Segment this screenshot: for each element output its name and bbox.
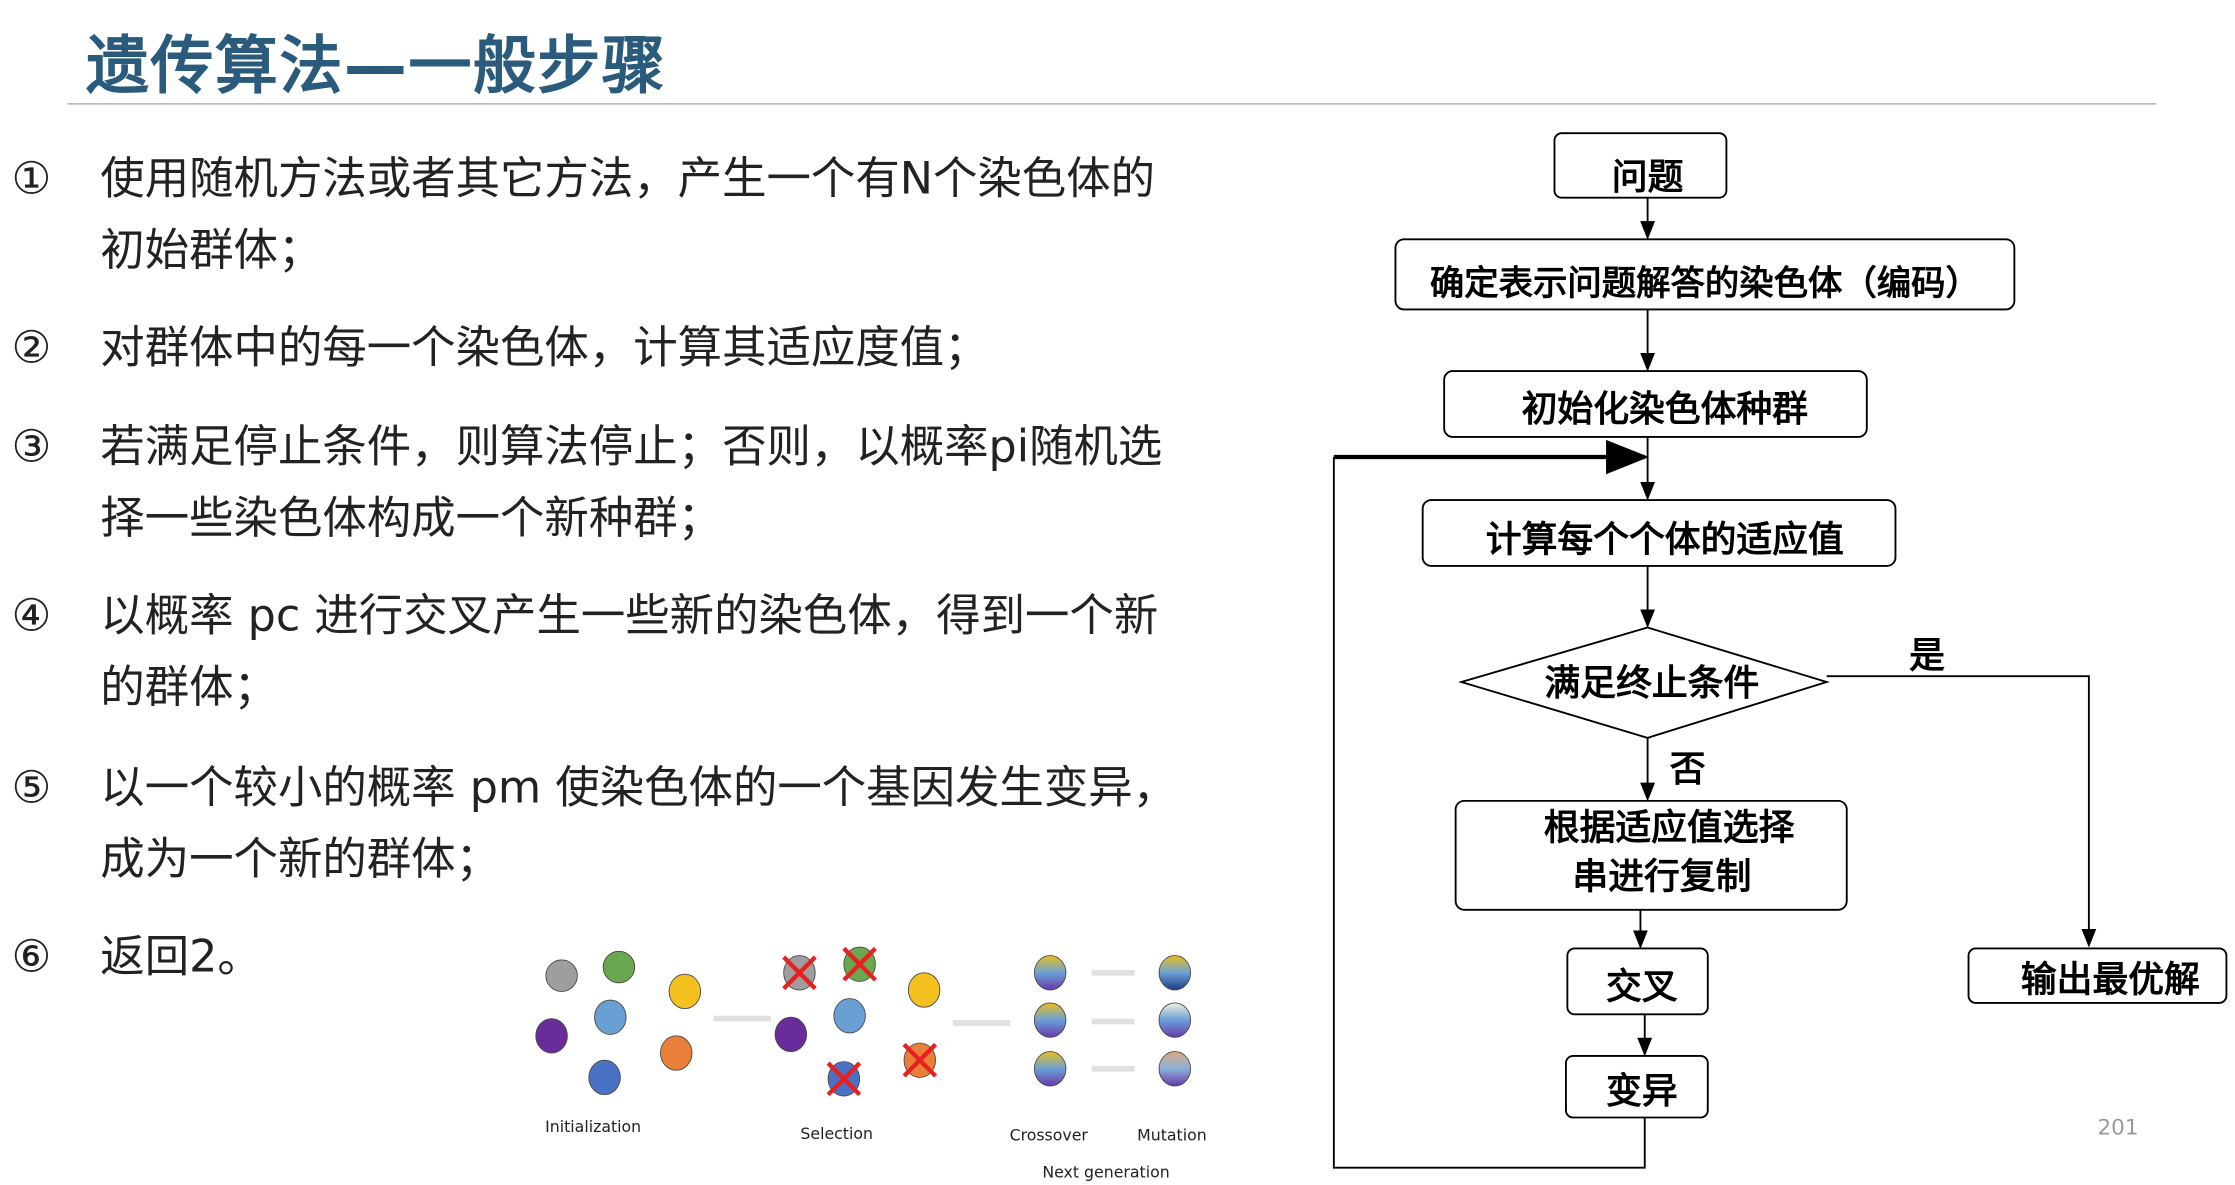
step-number: ④	[11, 590, 52, 642]
caption-mutation: Mutation	[1137, 1125, 1207, 1144]
label-encode: 确定表示问题解答的染色体（编码）	[1430, 264, 1980, 304]
step-number: ①	[11, 153, 52, 205]
label-condition: 满足终止条件	[1545, 663, 1760, 704]
box-problem	[1553, 132, 1728, 199]
label-init: 初始化染色体种群	[1522, 389, 1809, 430]
step-text: 返回2。	[100, 931, 262, 983]
box-init	[1443, 370, 1868, 438]
caption-initialization: Initialization	[545, 1117, 641, 1136]
step-number: ⑤	[11, 762, 52, 814]
label-mutate: 变异	[1606, 1070, 1678, 1112]
step-text: 以概率 pc 进行交叉产生一些新的染色体，得到一个新的群体；	[100, 590, 1159, 714]
box-output	[1967, 947, 2228, 1004]
step-text: 以一个较小的概率 pm 使染色体的一个基因发生变异，成为一个新的群体；	[100, 762, 1178, 886]
caption-selection: Selection	[800, 1124, 873, 1143]
step-text: 若满足停止条件，则算法停止；否则，以概率pi随机选择一些染色体构成一个新种群；	[100, 421, 1163, 545]
box-mutate	[1565, 1054, 1709, 1119]
ga-illustration	[535, 946, 1192, 1097]
decision-diamond	[1458, 626, 1830, 739]
step-text: 对群体中的每一个染色体，计算其适应度值；	[100, 322, 989, 374]
label-yes: 是	[1909, 636, 1945, 677]
label-select-1: 根据适应值选择	[1544, 808, 1795, 849]
flowchart	[1332, 132, 2228, 1169]
box-encode	[1394, 238, 2016, 311]
page-number: 201	[2097, 1114, 2139, 1141]
caption-next-generation: Next generation	[1042, 1163, 1169, 1182]
step-number: ⑥	[11, 931, 52, 983]
caption-crossover: Crossover	[1010, 1125, 1089, 1144]
label-fitness: 计算每个个体的适应值	[1486, 520, 1844, 561]
box-fitness	[1421, 499, 1897, 567]
step-text: 使用随机方法或者其它方法，产生一个有N个染色体的初始群体；	[100, 153, 1156, 277]
label-no: 否	[1670, 749, 1706, 790]
rejected-marks	[782, 946, 938, 1097]
step-number: ②	[11, 322, 52, 374]
label-select-2: 串进行复制	[1572, 856, 1751, 897]
label-cross: 交叉	[1606, 966, 1678, 1008]
slide-title: 遗传算法—一般步骤	[85, 30, 667, 104]
label-output: 输出最优解	[2021, 959, 2200, 1000]
label-problem: 问题	[1612, 157, 1684, 198]
step-number: ③	[11, 421, 52, 473]
title-divider	[67, 103, 2157, 105]
